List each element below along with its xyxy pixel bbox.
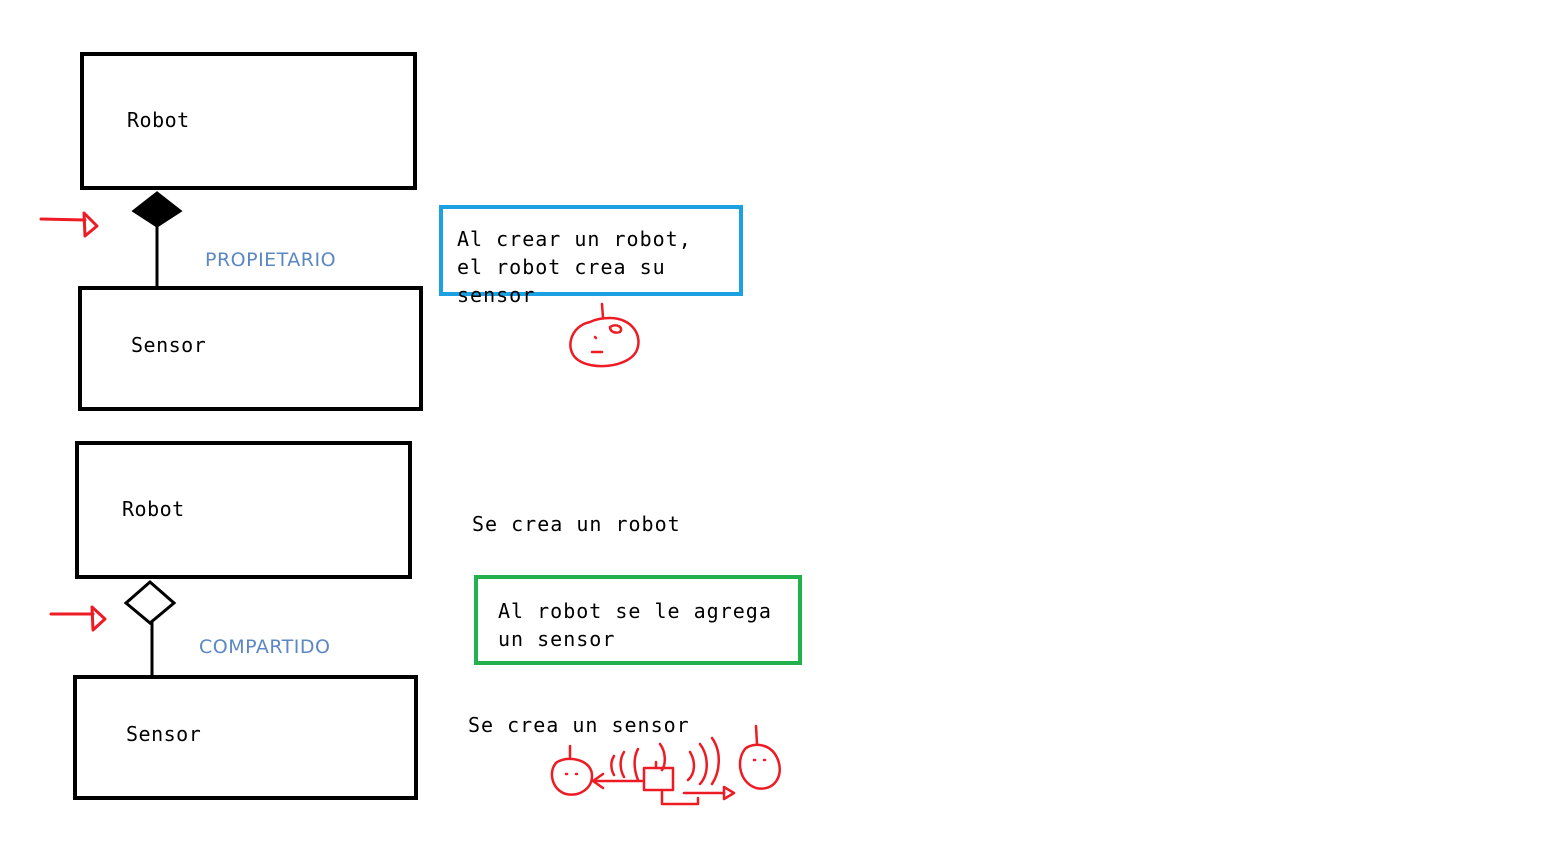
sensor-sharing-doodle-icon — [550, 724, 781, 806]
sad-face-doodle-icon — [569, 302, 640, 368]
step-create-robot: Se crea un robot — [472, 512, 681, 536]
aggregation-note: Al robot se le agrega un sensor — [474, 575, 802, 665]
filled-diamond-icon — [131, 191, 183, 228]
hollow-diamond-icon — [123, 580, 177, 625]
sensor-class-label: Sensor — [131, 333, 207, 357]
sensor-class-box — [78, 286, 423, 411]
aggregation-relation-label: COMPARTIDO — [199, 636, 331, 658]
sensor-class-box — [73, 675, 418, 800]
step-create-sensor: Se crea un sensor — [468, 713, 690, 737]
arrow-icon — [39, 211, 99, 238]
robot-class-box — [75, 441, 412, 579]
composition-note: Al crear un robot, el robot crea su sens… — [439, 205, 743, 307]
composition-relation-label: PROPIETARIO — [205, 249, 337, 271]
arrow-icon — [49, 605, 107, 632]
robot-class-box — [80, 52, 417, 190]
sensor-class-label: Sensor — [126, 722, 202, 746]
robot-class-label: Robot — [127, 108, 190, 132]
robot-class-label: Robot — [122, 497, 185, 521]
